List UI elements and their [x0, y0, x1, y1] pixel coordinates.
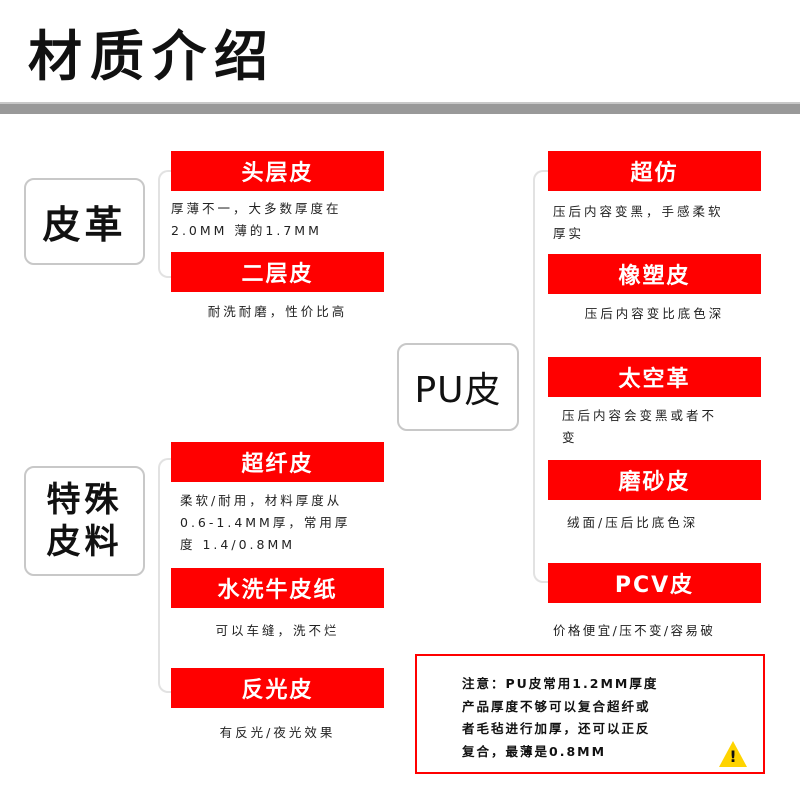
material-name: 磨砂皮	[618, 470, 691, 495]
category-special: 特殊 皮料	[24, 466, 145, 576]
material-desc: 有反光/夜光效果	[171, 722, 384, 744]
material-name: 橡塑皮	[618, 264, 691, 289]
desc-line: 变	[562, 430, 578, 445]
material-desc: 压后内容变黑，手感柔软 厚实	[553, 201, 768, 245]
material-head-leather: 头层皮	[171, 151, 384, 191]
material-name: 超纤皮	[241, 452, 314, 477]
desc-line: 可以车缝，洗不烂	[215, 623, 340, 638]
desc-line: 0.6-1.4MM厚，常用厚	[180, 515, 351, 530]
material-name: 水洗牛皮纸	[217, 578, 338, 603]
special-bracket	[158, 458, 174, 693]
material-desc: 压后内容会变黑或者不 变	[562, 405, 767, 449]
material-space-leather: 太空革	[548, 357, 761, 397]
material-desc: 压后内容变比底色深	[548, 303, 761, 325]
material-rubber-plastic: 橡塑皮	[548, 254, 761, 294]
material-pcv: PCV皮	[548, 563, 761, 603]
material-desc: 耐洗耐磨，性价比高	[171, 301, 384, 323]
note-line: 者毛毡进行加厚，还可以正反	[462, 721, 651, 736]
material-frosted: 磨砂皮	[548, 460, 761, 500]
pu-bracket	[533, 170, 549, 583]
note-line: 产品厚度不够可以复合超纤或	[462, 698, 651, 714]
material-name: 太空革	[618, 367, 691, 392]
desc-line: 绒面/压后比底色深	[567, 515, 699, 530]
warning-triangle-icon: !	[719, 741, 747, 767]
category-pu-label: PU皮	[414, 370, 502, 411]
header-divider-top	[0, 102, 800, 104]
desc-line: 压后内容变比底色深	[584, 306, 725, 321]
material-name: PCV皮	[614, 573, 695, 598]
material-microfiber: 超纤皮	[171, 442, 384, 482]
material-name: 头层皮	[241, 161, 314, 186]
note-text: 注意：PU皮常用1.2MM厚度 产品厚度不够可以复合超纤或 者毛毡进行加厚，还可…	[462, 673, 752, 763]
category-leather-label: 皮革	[42, 203, 127, 247]
desc-line: 价格便宜/压不变/容易破	[553, 623, 716, 638]
desc-line: 厚实	[553, 226, 585, 241]
note-line: 注意：PU皮常用1.2MM厚度	[462, 676, 659, 691]
material-super-imitation: 超仿	[548, 151, 761, 191]
warning-mark: !	[729, 747, 737, 766]
page-title: 材质介绍	[28, 25, 276, 88]
material-washed-kraft: 水洗牛皮纸	[171, 568, 384, 608]
material-reflective: 反光皮	[171, 668, 384, 708]
desc-line: 压后内容变黑，手感柔软	[553, 204, 724, 219]
desc-line: 2.0MM 薄的1.7MM	[171, 223, 322, 238]
desc-line: 耐洗耐磨，性价比高	[207, 304, 348, 319]
material-desc: 厚薄不一，大多数厚度在 2.0MM 薄的1.7MM	[171, 198, 401, 242]
material-desc: 绒面/压后比底色深	[567, 512, 767, 534]
warning-triangle-shape	[719, 741, 747, 767]
desc-line: 压后内容会变黑或者不	[562, 408, 718, 423]
category-pu: PU皮	[397, 343, 519, 431]
material-name: 反光皮	[241, 678, 314, 703]
desc-line: 度 1.4/0.8MM	[180, 537, 296, 552]
material-desc: 柔软/耐用，材料厚度从 0.6-1.4MM厚，常用厚 度 1.4/0.8MM	[180, 490, 400, 556]
category-leather: 皮革	[24, 178, 145, 265]
category-special-label: 皮料	[46, 522, 123, 562]
material-second-leather: 二层皮	[171, 252, 384, 292]
header-divider	[0, 104, 800, 114]
leather-bracket	[158, 170, 174, 278]
desc-line: 有反光/夜光效果	[219, 725, 336, 740]
note-line: 复合，最薄是0.8MM	[462, 743, 607, 759]
material-desc: 价格便宜/压不变/容易破	[553, 620, 793, 642]
material-name: 超仿	[630, 161, 679, 186]
category-special-label: 特殊	[46, 480, 123, 520]
desc-line: 柔软/耐用，材料厚度从	[180, 493, 343, 508]
material-name: 二层皮	[241, 262, 314, 287]
desc-line: 厚薄不一，大多数厚度在	[171, 201, 342, 216]
note-box	[415, 654, 765, 774]
material-desc: 可以车缝，洗不烂	[171, 620, 384, 642]
